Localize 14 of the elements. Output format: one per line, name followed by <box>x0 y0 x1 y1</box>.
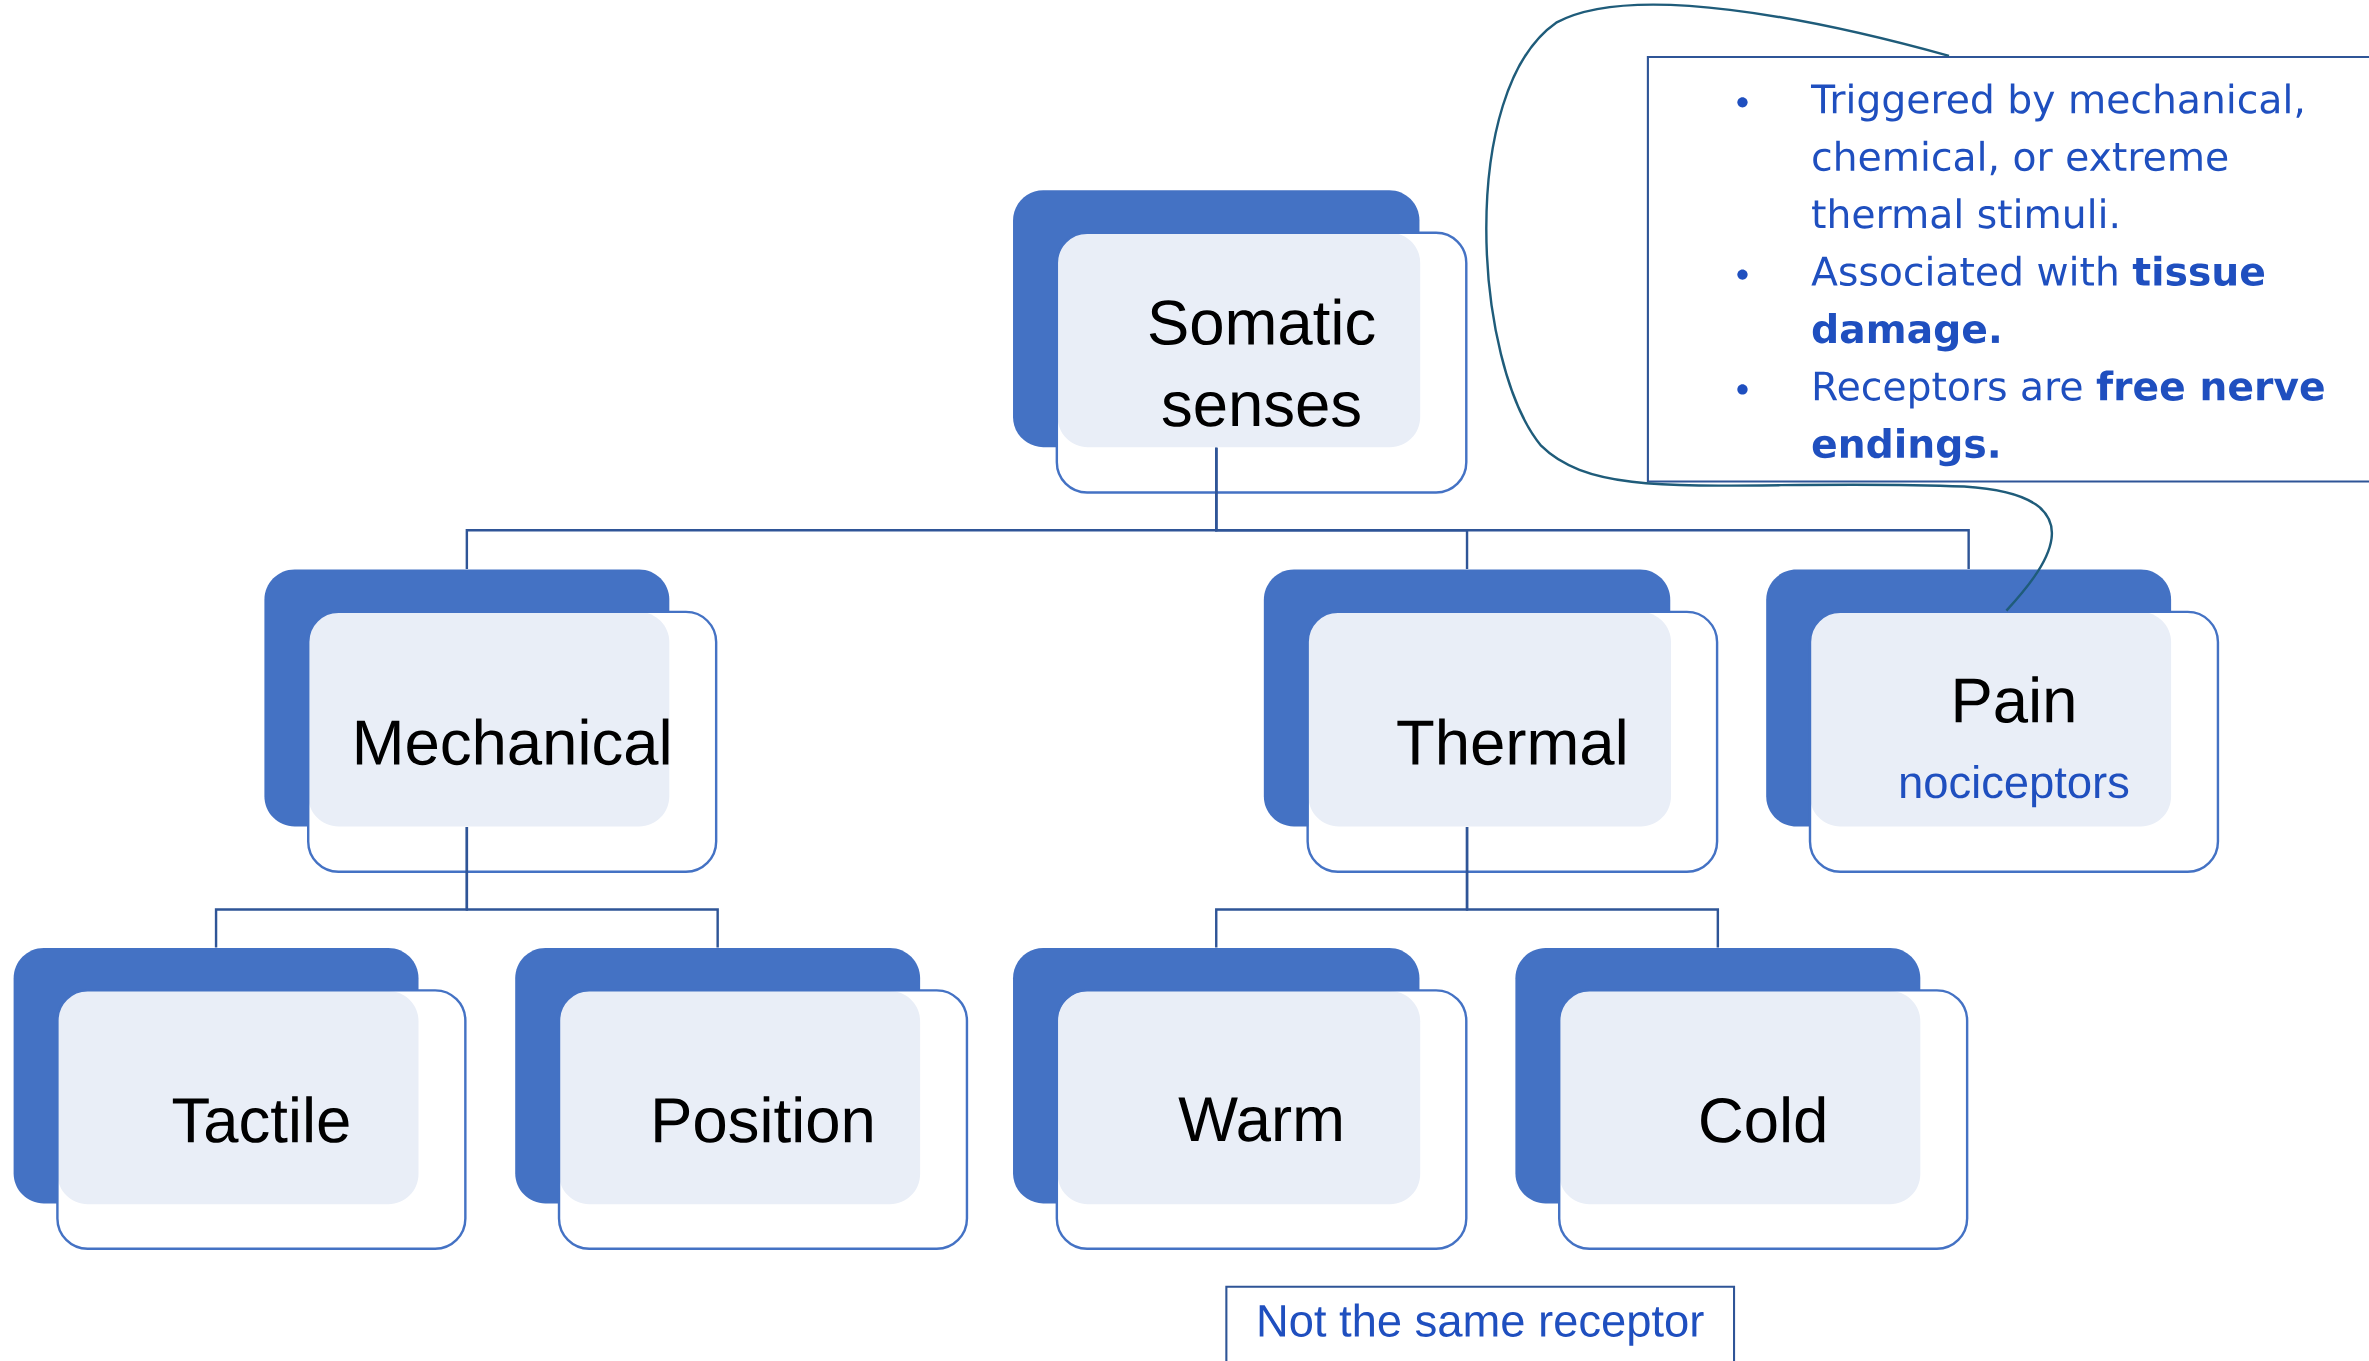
category-card: Position <box>515 947 969 1250</box>
category-card: Warm <box>1013 947 1468 1250</box>
category-card: Mechanical <box>264 569 718 873</box>
category-card: Thermal <box>1263 569 1719 873</box>
category-card: Tactile <box>13 947 467 1250</box>
callout-box: Triggered by mechanical, chemical, or extreme thermal stimuli. Associated with tissue damage. Receptors are free nerve endings. <box>1646 55 2369 483</box>
category-card: Somatic senses <box>1013 190 1468 494</box>
connector-line <box>1465 826 1720 948</box>
category-card: Cold <box>1515 947 1969 1250</box>
connector-line <box>1485 3 2053 612</box>
category-card: Pain nociceptors <box>1766 569 2220 873</box>
connector-line <box>465 826 719 948</box>
note-box: Not the same receptor <box>1225 1285 1736 1361</box>
connector-line <box>1215 447 1970 569</box>
